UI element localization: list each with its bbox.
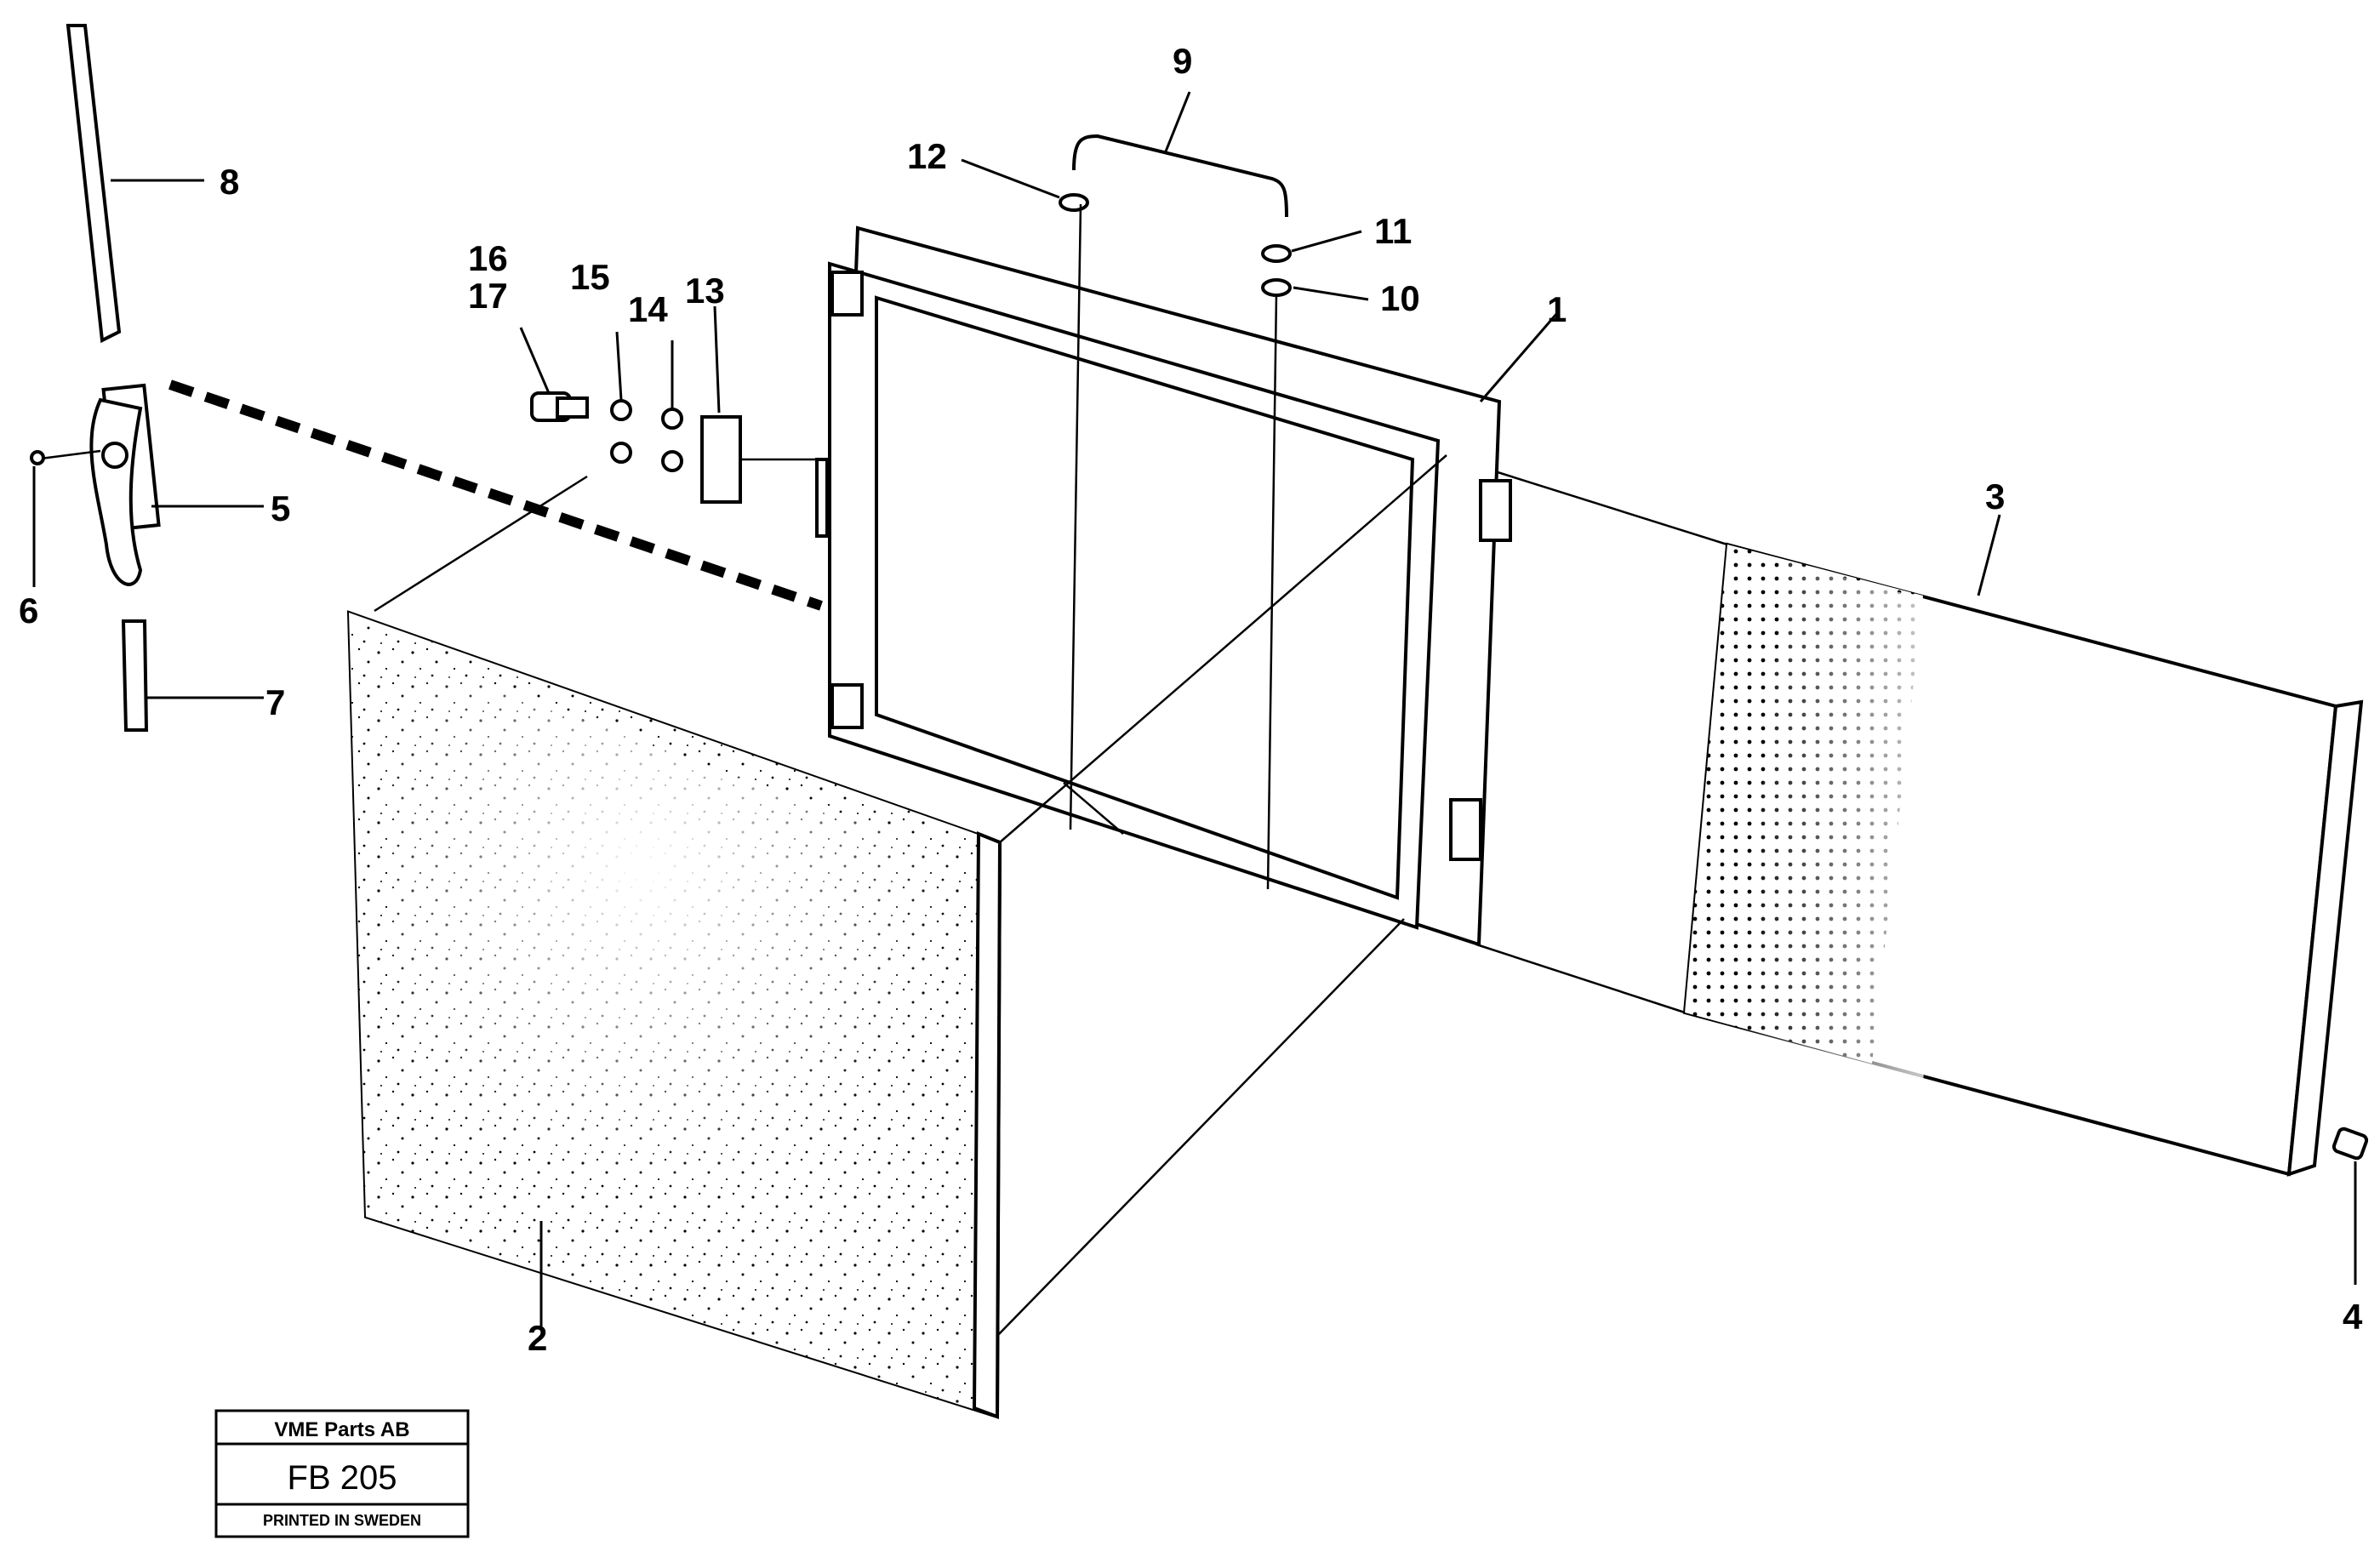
callout-15: 15 xyxy=(570,257,610,297)
callout-12: 12 xyxy=(907,136,947,176)
title-block: VME Parts AB FB 205 PRINTED IN SWEDEN xyxy=(214,1409,470,1538)
callout-5: 5 xyxy=(271,488,290,528)
callout-10: 10 xyxy=(1380,278,1420,318)
handle-lock xyxy=(30,383,161,586)
callout-14: 14 xyxy=(628,289,668,329)
upper-rod xyxy=(66,24,122,344)
callout-2: 2 xyxy=(528,1318,547,1358)
diagram-code: FB 205 xyxy=(288,1459,397,1497)
perforated-panel xyxy=(1475,471,2364,1177)
foam-panel xyxy=(346,454,1447,1419)
callout-11: 11 xyxy=(1374,211,1412,251)
callout-16: 16 xyxy=(468,238,508,278)
fastener-group xyxy=(530,391,829,538)
callout-9: 9 xyxy=(1173,41,1192,81)
carry-handle xyxy=(1059,134,1292,297)
callout-1: 1 xyxy=(1547,289,1567,329)
callout-3: 3 xyxy=(1985,476,2005,516)
lower-rod xyxy=(121,619,149,732)
callout-labels: 1 2 3 4 5 6 7 8 9 10 11 12 13 14 15 16 1… xyxy=(19,41,2363,1358)
alignment-dash xyxy=(168,379,823,611)
bolt xyxy=(2331,1127,2369,1161)
callout-13: 13 xyxy=(685,271,725,311)
callout-4: 4 xyxy=(2343,1297,2363,1337)
callout-17: 17 xyxy=(468,276,508,316)
door-frame xyxy=(828,203,1512,947)
callout-8: 8 xyxy=(220,162,239,202)
leader-lines xyxy=(32,91,2357,1327)
printed-note: PRINTED IN SWEDEN xyxy=(263,1512,421,1529)
callout-7: 7 xyxy=(265,682,285,722)
company-name: VME Parts AB xyxy=(274,1418,409,1441)
callout-6: 6 xyxy=(19,590,38,630)
